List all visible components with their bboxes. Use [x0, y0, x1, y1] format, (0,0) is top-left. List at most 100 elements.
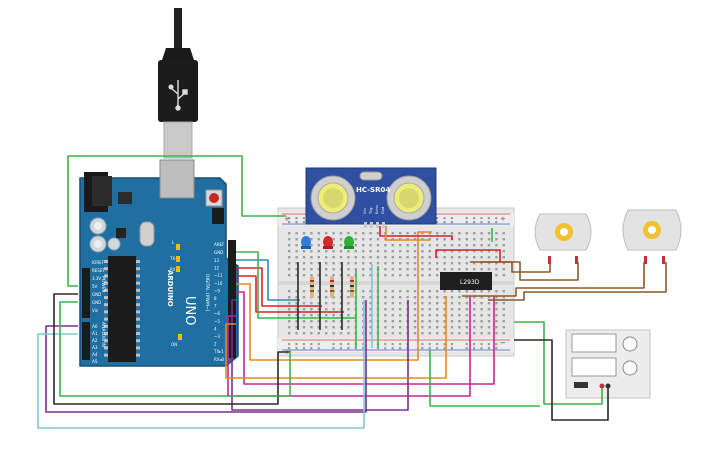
wire-motor2-a[interactable]: [462, 262, 645, 297]
current-knob[interactable]: [622, 360, 638, 376]
led-l-label: L: [172, 240, 175, 245]
breadboard-hole: [458, 238, 461, 241]
breadboard-hole: [347, 232, 350, 235]
breadboard-hole: [473, 302, 476, 305]
wire-motor2-b[interactable]: [488, 262, 667, 301]
breadboard-hole: [376, 244, 380, 247]
breadboard-hole: [406, 290, 409, 293]
sensor-crystal: [359, 171, 383, 181]
wire-sensor-vcc[interactable]: [379, 226, 453, 240]
breadboard-hole: [502, 308, 505, 311]
wire-pin9[interactable]: [236, 291, 495, 385]
breadboard-hole: [325, 256, 328, 259]
breadboard-hole: [406, 296, 409, 299]
led-red[interactable]: [323, 236, 333, 249]
reset-button[interactable]: [209, 193, 219, 203]
breadboard-hole: [391, 244, 394, 247]
breadboard-hole: [362, 268, 365, 271]
dc-motor-2[interactable]: [622, 209, 682, 264]
breadboard-hole: [413, 256, 417, 259]
breadboard-hole: [339, 262, 343, 265]
rail-plus-top: +: [284, 215, 290, 223]
resistor-2[interactable]: [330, 276, 334, 298]
led-blue[interactable]: [301, 236, 311, 249]
breadboard-hole: [502, 262, 505, 265]
rail-hole: [487, 347, 490, 350]
digital-pin-label: 13: [214, 258, 220, 263]
digital-pin-label: 12: [214, 266, 220, 271]
breadboard-hole: [480, 238, 483, 241]
wire-gnd-black[interactable]: [53, 293, 290, 405]
dc-motor-1[interactable]: [534, 213, 592, 264]
breadboard-hole: [391, 302, 394, 305]
wire-pin8[interactable]: [231, 299, 409, 411]
rail-hole: [465, 217, 468, 220]
breadboard-hole: [339, 314, 343, 317]
breadboard-hole: [458, 332, 461, 335]
resistor-1[interactable]: [310, 276, 314, 298]
breadboard-hole: [495, 274, 498, 277]
breadboard-hole: [369, 238, 372, 241]
breadboard-hole: [354, 256, 357, 259]
breadboard-hole: [317, 314, 320, 317]
usb-plug-metal: [163, 121, 193, 159]
arduino-uno-board[interactable]: ARDUINO UNO POWER ANALOG IN DIGITAL (PWM…: [79, 159, 239, 367]
breadboard-hole: [302, 302, 306, 305]
rail-hole: [465, 221, 468, 224]
wire-pin13[interactable]: [236, 259, 300, 301]
wire-pin10[interactable]: [236, 231, 432, 361]
breadboard-hole: [480, 320, 483, 323]
wire-psu-positive[interactable]: [514, 321, 603, 405]
rail-hole: [450, 343, 453, 346]
wire-sensor-trig[interactable]: [385, 226, 430, 241]
power-switch[interactable]: [574, 382, 588, 388]
sensor-pin: [382, 222, 385, 228]
breadboard-hole: [465, 250, 468, 253]
analog-header-strip: [82, 322, 90, 360]
voltage-knob[interactable]: [622, 336, 638, 352]
wire-a1-cyan[interactable]: [37, 300, 365, 429]
usb-cable[interactable]: [158, 8, 198, 159]
wire-chip-red[interactable]: [435, 249, 501, 262]
resistor-3-band-3: [350, 290, 354, 292]
wire-gnd-green[interactable]: [236, 251, 356, 319]
power-supply[interactable]: [565, 329, 651, 399]
wire-motor1-b[interactable]: [480, 261, 579, 281]
wire-a0-purple[interactable]: [45, 300, 367, 413]
breadboard-hole: [495, 256, 498, 259]
sensor-pin: [370, 222, 373, 228]
wire-psu-negative[interactable]: [514, 339, 609, 421]
power-header-strip: [82, 268, 90, 318]
breadboard-hole: [428, 268, 431, 271]
breadboard-hole: [295, 262, 298, 265]
breadboard-hole: [354, 268, 357, 271]
breadboard-hole: [413, 232, 417, 235]
wire-pin12[interactable]: [236, 267, 322, 307]
motor-driver-chip[interactable]: L293D: [440, 272, 492, 290]
breadboard-hole: [288, 296, 291, 299]
breadboard-hole: [362, 262, 365, 265]
chip-pin: [104, 332, 108, 335]
breadboard-hole: [428, 302, 431, 305]
wire-psu-green-2[interactable]: [429, 350, 540, 407]
wire-5v-green[interactable]: [67, 155, 286, 287]
wire-gnd-bottom-green[interactable]: [59, 301, 291, 397]
breadboard-hole: [443, 256, 446, 259]
breadboard-hole: [317, 232, 320, 235]
breadboard-hole: [406, 274, 409, 277]
wire-pin5[interactable]: [225, 296, 447, 379]
breadboard-hole: [310, 238, 313, 241]
breadboard-hole: [421, 326, 424, 329]
wire-pin11[interactable]: [236, 275, 344, 313]
chip-pin: [136, 332, 140, 335]
resistor-3[interactable]: [350, 276, 354, 298]
breadboard-hole: [347, 290, 350, 293]
analog-pin-label: A3: [92, 345, 98, 350]
breadboard-hole: [421, 296, 424, 299]
led-green[interactable]: [344, 236, 354, 249]
breadboard-hole: [376, 262, 380, 265]
breadboard-hole: [495, 314, 498, 317]
breadboard-hole: [369, 244, 372, 247]
breadboard-hole: [443, 332, 446, 335]
